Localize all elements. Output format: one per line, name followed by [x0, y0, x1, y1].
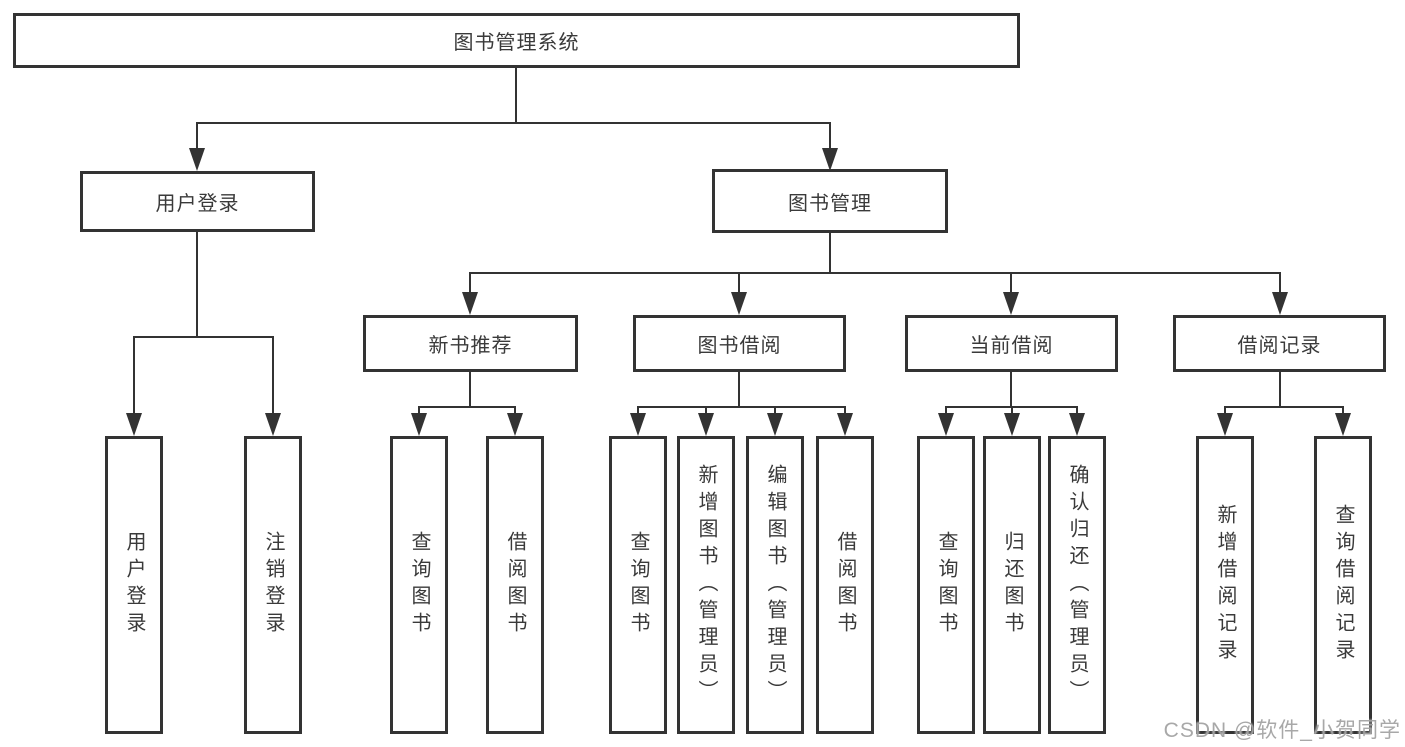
connector-line — [1011, 406, 1013, 416]
arrowhead-icon — [767, 413, 783, 436]
connector-line — [469, 372, 471, 406]
arrowhead-icon — [1217, 413, 1233, 436]
leaf-label: 查询借阅记录 — [1332, 504, 1354, 666]
connector-line — [272, 336, 274, 416]
connector-line — [637, 406, 846, 408]
leaf-user-login: 用户登录 — [105, 436, 163, 734]
leaf-label: 用户登录 — [123, 531, 145, 639]
arrowhead-icon — [837, 413, 853, 436]
node-label: 图书管理系统 — [453, 32, 580, 54]
node-user-login-branch: 用户登录 — [80, 171, 315, 232]
connector-line — [738, 372, 740, 406]
arrowhead-icon — [731, 292, 747, 315]
leaf-edit-books-admin: 编辑图书（管理员） — [746, 436, 804, 734]
leaf-query-books-borrowing: 查询图书 — [609, 436, 667, 734]
connector-line — [133, 336, 274, 338]
connector-line — [1224, 406, 1226, 416]
leaf-label: 查询图书 — [935, 531, 957, 639]
connector-line — [705, 406, 707, 416]
connector-line — [1076, 406, 1078, 416]
leaf-confirm-return-admin: 确认归还（管理员） — [1048, 436, 1106, 734]
leaf-label: 编辑图书（管理员） — [764, 463, 786, 707]
connector-line — [514, 406, 516, 416]
node-new-book-recommendation: 新书推荐 — [363, 315, 578, 372]
arrowhead-icon — [189, 148, 205, 171]
leaf-borrow-books-recommendation: 借阅图书 — [486, 436, 544, 734]
node-label: 新书推荐 — [428, 335, 513, 357]
node-book-borrowing: 图书借阅 — [633, 315, 846, 372]
connector-line — [418, 406, 420, 416]
connector-line — [1342, 406, 1344, 416]
leaf-label: 查询图书 — [627, 531, 649, 639]
node-label: 用户登录 — [155, 193, 240, 215]
connector-line — [469, 272, 471, 296]
node-borrowing-records: 借阅记录 — [1173, 315, 1386, 372]
leaf-query-books-recommendation: 查询图书 — [390, 436, 448, 734]
arrowhead-icon — [822, 148, 838, 171]
connector-line — [829, 122, 831, 152]
leaf-borrow-books-borrowing: 借阅图书 — [816, 436, 874, 734]
leaf-label: 借阅图书 — [834, 531, 856, 639]
connector-line — [844, 406, 846, 416]
leaf-return-books: 归还图书 — [983, 436, 1041, 734]
leaf-query-borrow-record: 查询借阅记录 — [1314, 436, 1372, 734]
arrowhead-icon — [1272, 292, 1288, 315]
arrowhead-icon — [507, 413, 523, 436]
connector-line — [1010, 372, 1012, 406]
node-book-management-branch: 图书管理 — [712, 169, 948, 233]
leaf-label: 新增图书（管理员） — [695, 463, 717, 707]
connector-line — [196, 122, 831, 124]
arrowhead-icon — [1335, 413, 1351, 436]
leaf-logout: 注销登录 — [244, 436, 302, 734]
leaf-label: 新增借阅记录 — [1214, 504, 1236, 666]
connector-line — [418, 406, 516, 408]
node-library-management-system: 图书管理系统 — [13, 13, 1020, 68]
arrowhead-icon — [411, 413, 427, 436]
connector-line — [738, 272, 740, 296]
leaf-label: 注销登录 — [262, 531, 284, 639]
leaf-add-borrow-record: 新增借阅记录 — [1196, 436, 1254, 734]
arrowhead-icon — [698, 413, 714, 436]
leaf-label: 查询图书 — [408, 531, 430, 639]
leaf-add-books-admin: 新增图书（管理员） — [677, 436, 735, 734]
connector-line — [637, 406, 639, 416]
node-label: 图书借阅 — [697, 335, 782, 357]
arrowhead-icon — [126, 413, 142, 436]
connector-line — [133, 336, 135, 416]
connector-line — [829, 233, 831, 272]
leaf-label: 归还图书 — [1001, 531, 1023, 639]
arrowhead-icon — [630, 413, 646, 436]
arrowhead-icon — [1003, 292, 1019, 315]
connector-line — [774, 406, 776, 416]
arrowhead-icon — [938, 413, 954, 436]
connector-line — [1224, 406, 1343, 408]
connector-line — [196, 232, 198, 336]
connector-line — [1279, 272, 1281, 296]
connector-line — [515, 68, 517, 122]
node-label: 图书管理 — [788, 192, 872, 215]
leaf-label: 确认归还（管理员） — [1066, 463, 1088, 707]
connector-line — [1279, 372, 1281, 406]
arrowhead-icon — [462, 292, 478, 315]
connector-line — [469, 272, 1281, 274]
leaf-query-books-current: 查询图书 — [917, 436, 975, 734]
node-label: 当前借阅 — [969, 335, 1054, 357]
arrowhead-icon — [265, 413, 281, 436]
connector-line — [196, 122, 198, 152]
arrowhead-icon — [1004, 413, 1020, 436]
arrowhead-icon — [1069, 413, 1085, 436]
node-label: 借阅记录 — [1237, 335, 1322, 357]
leaf-label: 借阅图书 — [504, 531, 526, 639]
connector-line — [945, 406, 947, 416]
node-current-borrowing: 当前借阅 — [905, 315, 1118, 372]
connector-line — [1010, 272, 1012, 296]
